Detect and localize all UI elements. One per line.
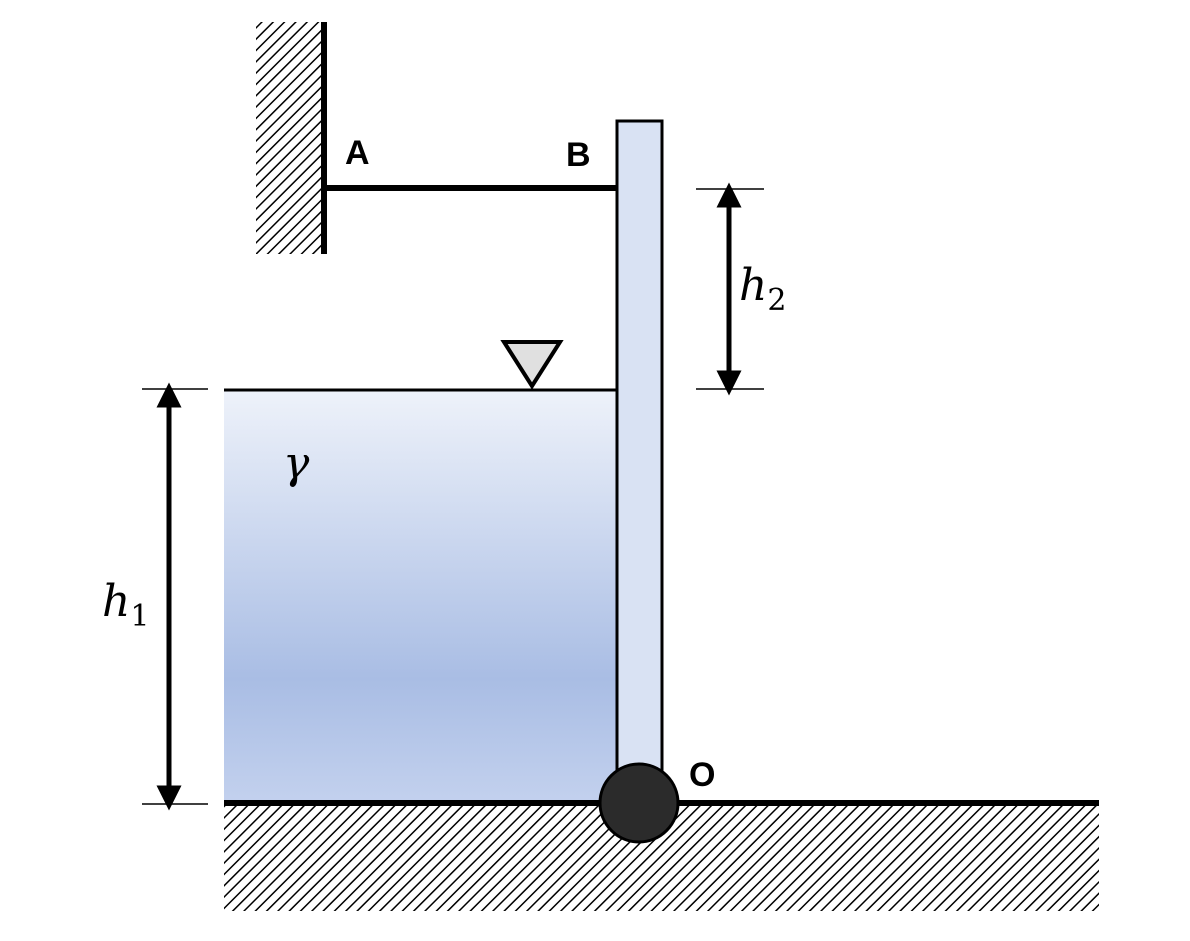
label-a: A (345, 134, 370, 172)
label-h2: h2 (739, 260, 786, 318)
wall-hatch (256, 22, 324, 254)
water-body (224, 390, 617, 803)
label-b: B (566, 136, 591, 174)
gate (615, 119, 664, 805)
label-h1: h1 (102, 576, 149, 634)
hinge-o (598, 762, 680, 844)
label-o: O (689, 756, 715, 794)
free-surface-marker-icon (500, 340, 564, 390)
label-gamma: γ (283, 438, 310, 489)
